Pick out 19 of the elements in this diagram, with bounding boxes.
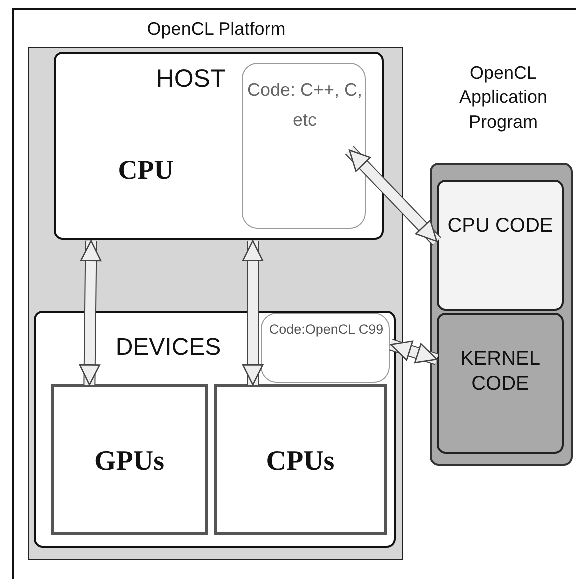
- box-label: CPU: [117, 154, 175, 187]
- code-box: [261, 313, 390, 383]
- box-title: HOST: [156, 64, 226, 95]
- panel-heading: OpenCL Platform: [146, 18, 287, 40]
- code-text: Code: C++, C, etc: [246, 79, 364, 132]
- box-label: CPU CODE: [446, 214, 554, 239]
- box-label: GPUs: [94, 445, 166, 479]
- device-box: [51, 384, 208, 535]
- host-box: [54, 52, 384, 240]
- kernel-code-box: [437, 313, 564, 454]
- box-label: CPUs: [265, 445, 336, 479]
- code-text: Code:OpenCL C99: [268, 322, 385, 339]
- box-title: DEVICES: [114, 333, 222, 363]
- device-box: [214, 384, 387, 535]
- cpu-code-box: [437, 180, 564, 311]
- panel-heading: OpenCL Application Program: [458, 62, 549, 134]
- devices-box: [34, 311, 396, 548]
- box-label: KERNEL CODE: [459, 347, 542, 397]
- code-box: [242, 63, 366, 229]
